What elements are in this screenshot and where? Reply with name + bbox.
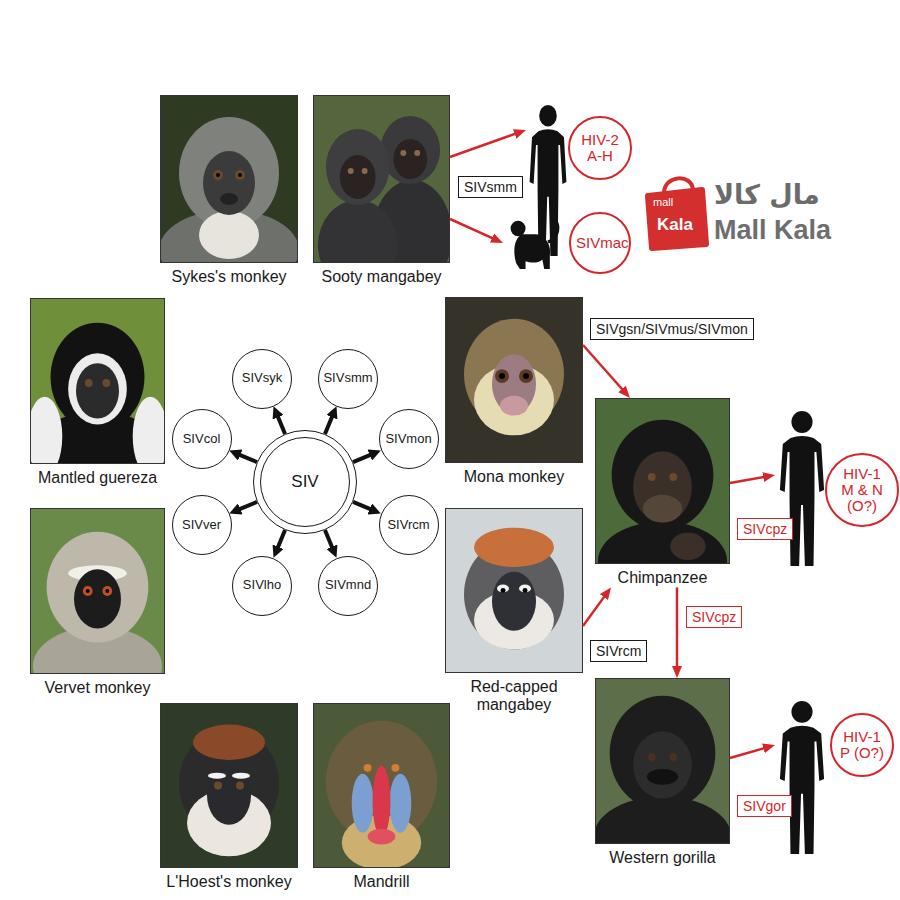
- transmission-arrow: [730, 747, 767, 758]
- photo-caption: Red-capped mangabey: [445, 678, 583, 715]
- photo-node: Red-capped mangabey: [445, 508, 583, 715]
- photo-vervet: [30, 508, 165, 706]
- virus-name: SIVcol: [183, 432, 221, 446]
- human-silhouette: [780, 701, 824, 854]
- virus-name: HIV-1 M & N (O?): [838, 466, 886, 513]
- photo-caption: Chimpanzee: [595, 569, 730, 587]
- photo-node: L'Hoest's monkey: [160, 703, 298, 891]
- virus-name: SIVmac: [576, 235, 624, 251]
- virus-label-box: SIVcpz: [686, 606, 742, 628]
- radial-arrow: [277, 530, 285, 550]
- photo-node: Chimpanzee: [595, 398, 730, 587]
- human-silhouette: [780, 411, 824, 566]
- virus-name: SIVmnd: [325, 578, 371, 592]
- logo-wordmark: Mall Kala: [714, 216, 831, 246]
- transmission-arrow: [583, 345, 625, 392]
- virus-circle: HIV-2 A-H: [568, 116, 632, 180]
- virus-label-box: SIVcpz: [737, 518, 793, 540]
- transmission-arrow: [450, 219, 496, 240]
- virus-name: SIVver: [182, 518, 221, 532]
- photo-chimpanzee: [595, 398, 730, 601]
- virus-name: SIV: [291, 473, 318, 492]
- photo-caption: L'Hoest's monkey: [160, 873, 298, 891]
- photo-caption: Mandrill: [313, 873, 450, 891]
- radial-arrow: [237, 454, 257, 462]
- radial-arrow: [325, 414, 333, 434]
- photo-sooty: [313, 95, 452, 290]
- virus-name: HIV-2 A-H: [576, 132, 624, 164]
- virus-label-box: SIVgor: [737, 795, 792, 817]
- photo-caption: Western gorilla: [595, 849, 730, 867]
- virus-circle: SIVsmm: [318, 349, 378, 409]
- photo-caption: Mantled guereza: [30, 469, 165, 487]
- radial-arrow: [237, 502, 257, 510]
- logo-mark-text: Kala: [657, 216, 693, 235]
- transmission-arrow: [676, 587, 679, 670]
- virus-circle: SIVlho: [232, 556, 292, 616]
- virus-name: SIVlho: [243, 578, 281, 592]
- virus-circle: HIV-1 P (O?): [830, 713, 894, 777]
- macaque-silhouette: [511, 219, 558, 269]
- photo-node: Vervet monkey: [30, 508, 165, 697]
- virus-label-box: SIVgsn/SIVmus/SIVmon: [590, 318, 754, 340]
- photo-sykes: [159, 95, 299, 290]
- logo-bag: [648, 190, 706, 248]
- photo-mandrill: [313, 703, 450, 870]
- transmission-arrow: [730, 476, 767, 483]
- virus-name: HIV-1 P (O?): [838, 729, 886, 761]
- radial-arrow: [325, 530, 333, 550]
- virus-circle: SIVmon: [379, 409, 439, 469]
- logo-wordmark: مال کالا: [714, 180, 820, 210]
- radial-arrow: [353, 454, 373, 462]
- photo-node: Mandrill: [313, 703, 450, 891]
- virus-label-box: SIVrcm: [590, 640, 647, 662]
- virus-circle: SIVrcm: [379, 495, 439, 555]
- virus-circle: SIVver: [172, 495, 232, 555]
- photo-guereza: [27, 298, 168, 501]
- human-silhouette: [530, 105, 567, 256]
- virus-name: SIVmon: [385, 432, 431, 446]
- virus-node: HIV-1 M & N (O?): [775, 405, 895, 573]
- photo-caption: Sooty mangabey: [313, 268, 450, 286]
- photo-mona: [445, 297, 583, 463]
- photo-node: Sykes's monkey: [160, 95, 298, 286]
- virus-node: SIVmac: [503, 205, 632, 277]
- photo-gorilla: [594, 678, 731, 876]
- photo-node: Mona monkey: [445, 297, 583, 486]
- virus-circle: SIV: [253, 430, 357, 534]
- radial-arrow: [277, 414, 285, 434]
- virus-label-box: SIVsmm: [458, 176, 523, 198]
- photo-node: Western gorilla: [595, 678, 730, 867]
- logo-mark-text: mall: [653, 196, 673, 208]
- photo-node: Mantled guereza: [30, 298, 165, 487]
- photo-caption: Sykes's monkey: [160, 268, 298, 286]
- radial-arrow: [353, 502, 373, 510]
- transmission-arrow: [450, 133, 518, 157]
- virus-circle: SIVcol: [172, 409, 232, 469]
- photo-lhoest: [160, 703, 298, 868]
- photo-caption: Mona monkey: [445, 468, 583, 486]
- photo-caption: Vervet monkey: [30, 679, 165, 697]
- virus-name: SIVsyk: [242, 371, 282, 385]
- virus-circle: SIVsyk: [232, 349, 292, 409]
- virus-node: HIV-1 P (O?): [775, 695, 895, 860]
- virus-circle: SIVmnd: [318, 556, 378, 616]
- virus-circle: HIV-1 M & N (O?): [825, 453, 899, 527]
- photo-red-capped: [445, 508, 583, 673]
- virus-name: SIVrcm: [387, 518, 429, 532]
- transmission-arrow: [583, 594, 606, 626]
- virus-circle: SIVmac: [569, 212, 631, 274]
- virus-name: SIVsmm: [323, 371, 372, 385]
- photo-node: Sooty mangabey: [313, 95, 450, 286]
